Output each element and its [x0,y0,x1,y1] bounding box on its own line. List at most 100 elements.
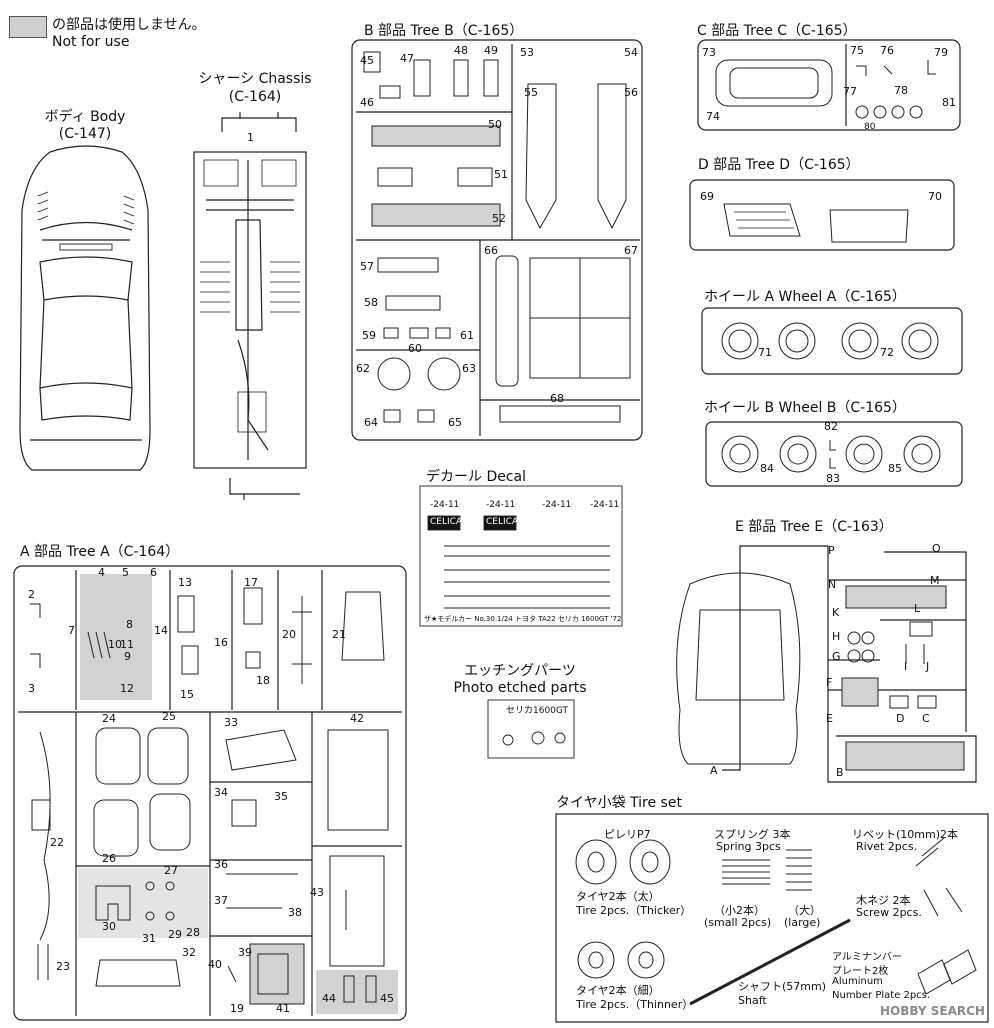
spring-large-en: (large) [784,916,821,929]
part-number: 61 [460,329,474,342]
tree-b-title: B 部品 Tree B（C-165） [364,23,524,39]
part-number: 52 [492,212,506,225]
part-number: 24 [102,712,116,725]
part-number: 44 [322,992,336,1005]
part-number: 68 [550,392,564,405]
part-number: 45 [380,992,394,1005]
shaft-jp: シャフト(57mm) [738,980,827,993]
wheel-a-frame [701,307,963,375]
legend-jp: の部品は使用しません。 [52,17,206,33]
part-number: 66 [484,244,498,257]
thick-en: Tire 2pcs.（Thicker） [576,904,692,917]
tire-set-box [555,813,989,1023]
wheel-b-frame [705,421,963,487]
part-number: 79 [934,46,948,59]
etched-tag: セリカ1600GT [506,706,569,716]
not-for-use-swatch [9,16,47,38]
plate-en-1: Aluminum [832,976,883,987]
part-number: 13 [178,576,192,589]
legend-en: Not for use [52,34,130,50]
part-number: 54 [624,46,638,59]
wheel-b-parts [721,435,941,473]
tree-a-title: A 部品 Tree A（C-164） [20,544,180,560]
tree-e-letter: M [930,574,940,587]
wheel-a-parts [721,322,939,360]
part-number: 69 [700,190,714,203]
tree-e-letter: O [932,542,941,555]
body-code: (C-147) [58,126,112,142]
decal-title: デカール Decal [426,469,527,485]
chassis-title: シャーシ Chassis [198,71,312,87]
part-number: 73 [702,46,716,59]
part-number: 17 [244,576,258,589]
decal-logo: CELICA [430,517,463,527]
part-number: 81 [942,96,956,109]
plate-jp-2: プレート2枚 [832,966,889,977]
part-number: 14 [154,624,168,637]
part-number: 36 [214,858,228,871]
part-number: 25 [162,710,176,723]
shaft-en: Shaft [738,994,767,1007]
part-number: 55 [524,86,538,99]
tree-e-letter: J [926,660,930,673]
part-number: 60 [408,342,422,355]
spring-en: Spring 3pcs [716,840,781,853]
tree-e-letter: I [904,660,908,673]
spring-jp: スプリング 3本 [714,828,791,841]
part-number: 56 [624,86,638,99]
spring-large-jp: （大） [788,904,821,917]
part-number: 51 [494,168,508,181]
etched-title-jp: エッチングパーツ [464,663,576,679]
part-number: 28 [186,926,200,939]
wheel-a-title: ホイール A Wheel A（C-165） [704,289,906,305]
rivet-en: Rivet 2pcs. [856,840,918,853]
part-number: 16 [214,636,228,649]
part-number: 7 [68,624,75,637]
part-number: 46 [360,96,374,109]
part-number: 58 [364,296,378,309]
tree-e-letter: G [832,650,841,663]
tree-e-letter: N [828,578,837,591]
tree-a-parts [30,574,398,1014]
part-number: 77 [843,85,857,98]
pirelli-label: ピレリP7 [604,828,651,841]
part-number: 37 [214,894,228,907]
part-number: 22 [50,836,64,849]
part-number: 84 [760,462,774,475]
plate-en-2: Number Plate 2pcs. [832,990,931,1001]
part-number: 57 [360,260,374,273]
decal-plate: -24-11 [542,500,572,510]
tree-e-letter: D [896,712,905,725]
part-number: 53 [520,46,534,59]
part-number: 85 [888,462,902,475]
tree-c-parts [715,59,936,119]
part-number: 72 [880,346,894,359]
plate-jp-1: アルミナンバー [832,952,902,963]
part-number: 23 [56,960,70,973]
tree-e-title: E 部品 Tree E（C-163） [735,519,893,535]
part-number: 15 [180,688,194,701]
tree-e-letter: A [710,764,718,777]
etched-sheet [487,699,575,759]
tree-e-frame [722,545,977,783]
decal-plate: -24-11 [486,500,516,510]
part-number: 48 [454,44,468,57]
part-number: 29 [168,928,182,941]
part-number: 67 [624,244,638,257]
part-number: 42 [350,712,364,725]
part-number: 9 [124,650,131,663]
tree-e-letter: K [832,606,840,619]
body-drawing [19,145,151,471]
part-number: 62 [356,362,370,375]
chassis-code: (C-164) [228,89,282,105]
part-number: 82 [824,420,838,433]
tree-e-letter: F [826,676,833,689]
part-number: 6 [150,566,157,579]
tree-b-parts [363,51,631,423]
part-number: 19 [230,1002,244,1015]
chassis-drawing [193,112,307,500]
part-number: 12 [120,682,134,695]
tree-c-frame [697,39,961,131]
decal-logo: CELICA [486,517,519,527]
